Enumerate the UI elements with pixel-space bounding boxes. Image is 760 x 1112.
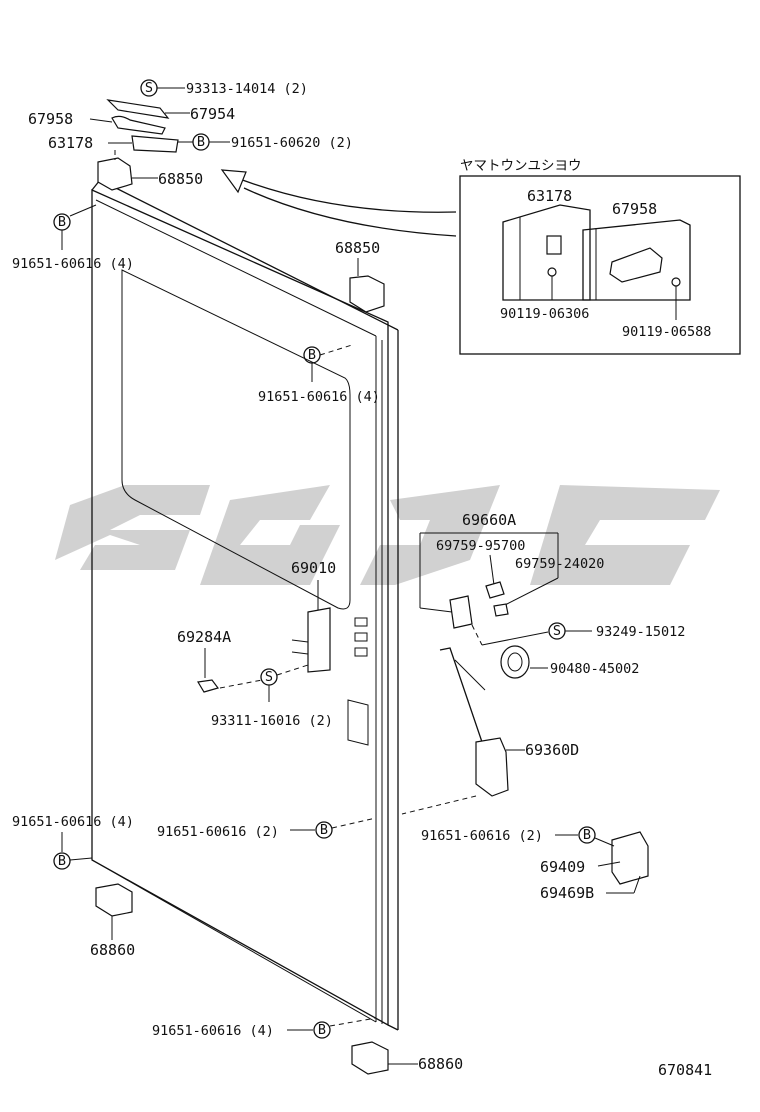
inset-frame	[459, 175, 741, 355]
label-67954: 67954	[190, 105, 235, 123]
lock-assembly: 69660A 69759-95700 69759-24020 S 93249-1…	[401, 511, 685, 815]
label-69284A: 69284A	[177, 628, 231, 646]
svg-text:S: S	[145, 80, 153, 96]
label-69409: 69409	[540, 858, 585, 876]
bottom-hinge: 91651-60616 (4) B 68860	[152, 1017, 463, 1075]
symbol-b-mid	[315, 821, 333, 839]
plate-67954	[106, 99, 170, 119]
svg-text:B: B	[58, 853, 66, 869]
label-91651-60616-left-top: 91651-60616 (4)	[12, 256, 134, 272]
label-68850-right: 68850	[335, 239, 380, 257]
hinge-68860-bottom	[351, 1041, 389, 1075]
label-68860-left: 68860	[90, 941, 135, 959]
inset-detail: ヤマトウンユシヨウ 63178 67958 90119-06306 90119-…	[459, 158, 741, 355]
svg-text:B: B	[318, 1022, 326, 1038]
latch-69360D	[475, 737, 509, 797]
label-93311-16016: 93311-16016 (2)	[211, 713, 333, 729]
label-69360D: 69360D	[525, 741, 579, 759]
label-90119-06306: 90119-06306	[500, 306, 589, 322]
label-91651-60616-right-top: 91651-60616 (4)	[258, 389, 380, 405]
watermark-logo	[55, 485, 720, 585]
svg-text:B: B	[583, 827, 591, 843]
inset-bracket-63178	[546, 235, 562, 255]
label-91651-60616-bottom: 91651-60616 (4)	[152, 1023, 274, 1039]
label-69660A: 69660A	[462, 511, 516, 529]
label-93249-15012: 93249-15012	[596, 624, 685, 640]
svg-text:B: B	[197, 134, 205, 150]
label-91651-60616-left-bottom: 91651-60616 (4)	[12, 814, 134, 830]
inset-screw-1	[547, 267, 557, 277]
cap-69284A	[197, 679, 220, 693]
inset-screw-2	[671, 277, 681, 287]
bracket-63178	[131, 135, 179, 153]
inside-handle: 69010 69284A S 93311-16016 (2)	[177, 559, 336, 729]
label-63178: 63178	[48, 134, 93, 152]
bolt-left-top: B 91651-60616 (4)	[12, 204, 134, 272]
door-panel	[91, 179, 399, 1031]
label-91651-60616-striker: 91651-60616 (2)	[421, 828, 543, 844]
inset-hinge-67958	[609, 247, 663, 283]
label-68850-top: 68850	[158, 170, 203, 188]
spacer-67958	[111, 115, 166, 135]
label-69010: 69010	[291, 559, 336, 577]
label-91651-60620: 91651-60620 (2)	[231, 135, 353, 151]
symbol-b-striker	[578, 826, 596, 844]
svg-text:B: B	[320, 822, 328, 838]
label-91651-60616-mid: 91651-60616 (2)	[157, 824, 279, 840]
clip-69759-95700	[485, 581, 505, 599]
symbol-b-left-bottom	[53, 852, 71, 870]
hinge-68860-left	[95, 883, 133, 917]
striker-assembly: 91651-60616 (2) B 69409 69469B	[421, 826, 649, 902]
label-69759-24020: 69759-24020	[515, 556, 604, 572]
clip-69759-24020	[493, 603, 509, 617]
svg-text:S: S	[553, 623, 561, 639]
diagram-code: 670841	[658, 1061, 712, 1079]
label-67958: 67958	[28, 110, 73, 128]
striker-69409	[611, 831, 649, 885]
lock-rod	[439, 647, 483, 743]
symbol-b-bottom	[313, 1021, 331, 1039]
label-90119-06588: 90119-06588	[622, 324, 711, 340]
hinge-right-top: 68850 B 91651-60616 (4)	[258, 239, 385, 405]
hinge-68850-top	[97, 157, 133, 191]
label-69469B: 69469B	[540, 884, 594, 902]
label-69759-95700: 69759-95700	[436, 538, 525, 554]
label-68860-bottom: 68860	[418, 1055, 463, 1073]
hinge-68850-right	[349, 275, 385, 313]
svg-text:S: S	[265, 669, 273, 685]
svg-text:B: B	[308, 347, 316, 363]
bottom-left-hardware: 91651-60616 (4) B 91651-60616 (2) B 6886…	[12, 814, 377, 959]
inset-title: ヤマトウンユシヨウ	[460, 158, 582, 174]
label-inset-67958: 67958	[612, 200, 657, 218]
label-90480-45002: 90480-45002	[550, 661, 639, 677]
top-hinge-assembly: S 93313-14014 (2) 67954 67958 63178 B 91…	[28, 79, 353, 191]
svg-text:B: B	[58, 214, 66, 230]
lock-69660A	[449, 595, 473, 629]
handle-69010	[307, 607, 331, 673]
label-93313-14014: 93313-14014 (2)	[186, 81, 308, 97]
label-inset-63178: 63178	[527, 187, 572, 205]
grommet-90480-45002	[500, 645, 530, 679]
callout-arrow	[220, 169, 457, 237]
